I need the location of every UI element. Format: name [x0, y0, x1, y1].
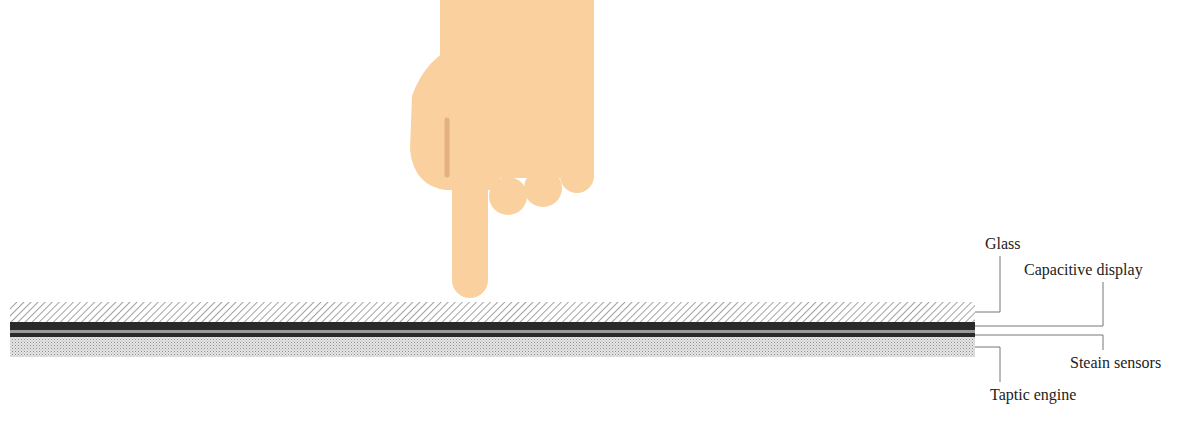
- strain-layer: [10, 333, 975, 337]
- part-label: Capacitive display: [1024, 260, 1143, 279]
- part-label: Glass: [985, 234, 1021, 253]
- taptic-layer: [10, 337, 975, 357]
- capacitive-layer: [10, 322, 975, 330]
- part-label: Steain sensors: [1070, 353, 1161, 372]
- gap-layer: [10, 330, 975, 333]
- hand-illustration: [410, 0, 594, 298]
- part-label: Taptic engine: [990, 385, 1076, 404]
- glass-layer: [10, 302, 975, 322]
